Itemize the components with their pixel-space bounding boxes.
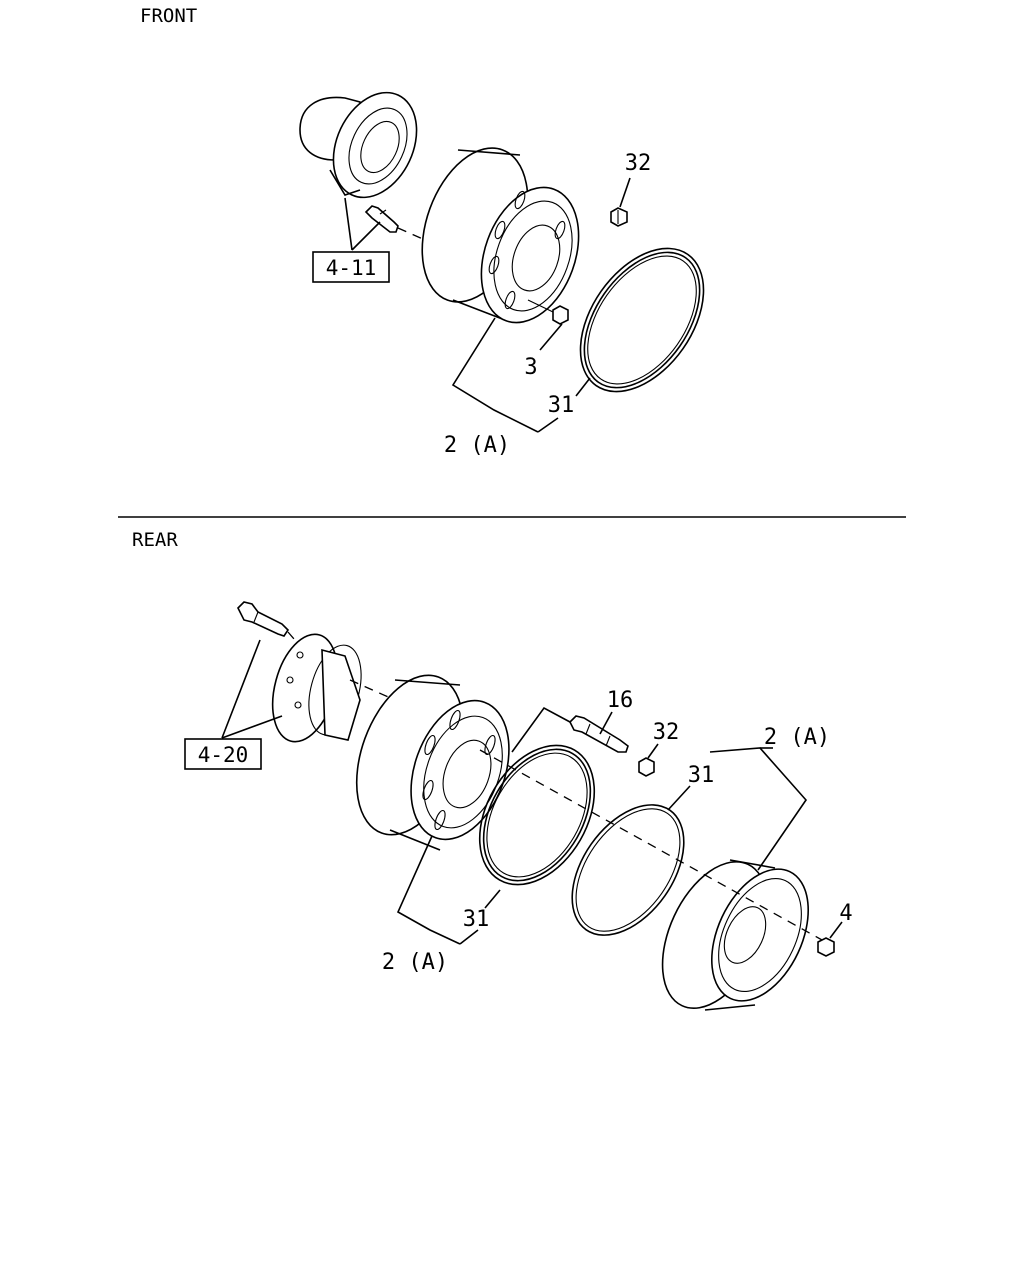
rear-callout-2a-top: 2 (A): [764, 725, 830, 750]
front-cap-nut: [610, 207, 628, 227]
rear-hub: [271, 633, 362, 743]
front-callout-32: 32: [625, 151, 652, 176]
rear-callout-2a-bottom: 2 (A): [382, 950, 448, 975]
rear-callout-4: 4: [839, 901, 852, 926]
front-callout-2a: 2 (A): [444, 433, 510, 458]
rear-outer-wheel-nut: [817, 937, 835, 957]
front-side-ring: [579, 247, 705, 393]
rear-section-title: REAR: [132, 529, 178, 551]
front-section-title: FRONT: [140, 5, 197, 27]
rear-outer-wheel-disc: [661, 859, 810, 1011]
rear-ref-box-label: 4-20: [198, 743, 249, 767]
front-callout-31: 31: [548, 393, 575, 418]
front-wheel-nut: [552, 305, 569, 325]
rear-inner-nut-bolt: [569, 715, 629, 753]
rear-callout-16: 16: [607, 688, 634, 713]
front-callout-3: 3: [524, 355, 537, 380]
rear-side-ring-inner: [478, 744, 596, 886]
front-ref-box: [312, 251, 390, 283]
front-stud-bolt: [364, 205, 399, 233]
rear-callout-32: 32: [653, 720, 680, 745]
front-wheel-disc: [421, 147, 580, 324]
rear-ref-box: [184, 738, 262, 770]
rear-callout-31-top: 31: [688, 763, 715, 788]
rear-cap-nut: [638, 757, 655, 777]
front-hub-assembly: [299, 91, 418, 199]
rear-callout-31-bottom: 31: [463, 907, 490, 932]
rear-inner-wheel-disc: [355, 674, 510, 851]
rear-stud-bolt: [237, 601, 290, 637]
rear-side-ring-outer: [571, 804, 685, 936]
front-ref-box-label: 4-11: [326, 256, 377, 280]
